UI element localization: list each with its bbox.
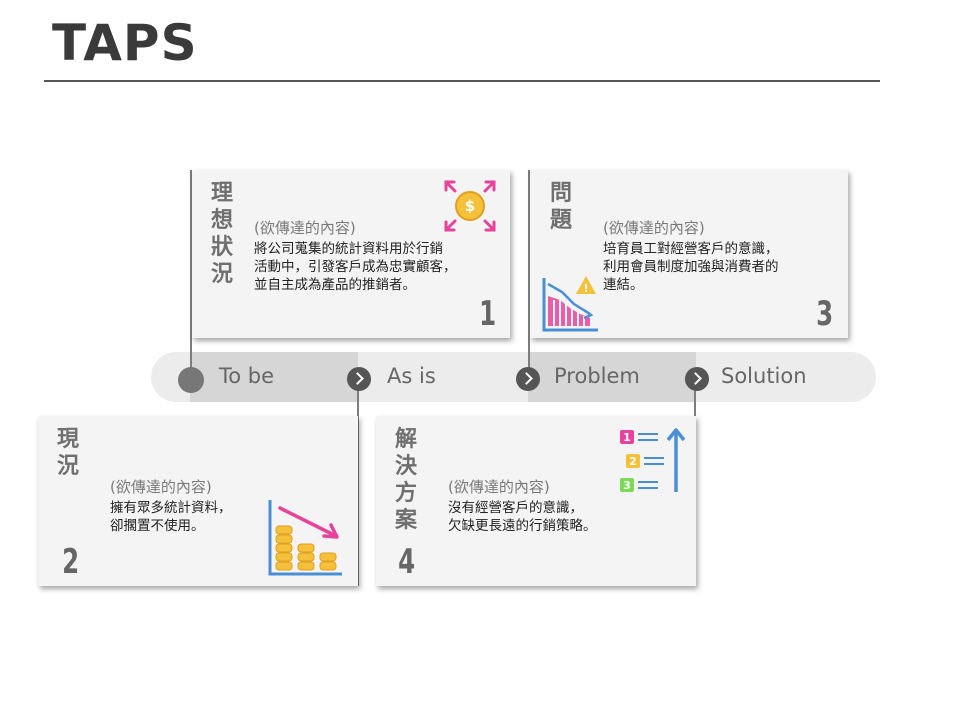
list-number-3: 3: [623, 479, 631, 492]
list-number-2: 2: [629, 455, 637, 468]
connector-line-1: [190, 170, 192, 380]
card-hint: (欲傳達的內容): [254, 219, 356, 237]
card-number: 4: [398, 542, 416, 582]
timeline-label-problem: Problem: [554, 364, 640, 388]
card-line: 利用會員制度加強與消費者的: [603, 259, 779, 275]
list-number-1: 1: [623, 431, 631, 444]
card-ideal-state: 理想狀況 (欲傳達的內容) 將公司蒐集的統計資料用於行銷 活動中，引發客戶成為忠…: [192, 170, 510, 338]
card-heading: 問題: [549, 181, 572, 233]
card-heading: 理想狀況: [210, 181, 233, 287]
card-number: 3: [816, 294, 834, 334]
timeline-segment-to-be: [190, 352, 358, 402]
timeline-label-to-be: To be: [219, 364, 275, 388]
card-body: 將公司蒐集的統計資料用於行銷 活動中，引發客戶成為忠實顧客， 並自主成為產品的推…: [254, 240, 457, 294]
card-heading: 現況: [56, 427, 79, 479]
timeline-label-as-is: As is: [387, 364, 436, 388]
card-body: 培育員工對經營客戶的意識， 利用會員制度加強與消費者的 連結。: [603, 240, 779, 294]
card-line: 欠缺更長遠的行銷策略。: [448, 518, 597, 534]
card-body: 沒有經營客戶的意識， 欠缺更長遠的行銷策略。: [448, 499, 597, 535]
timeline-dot: [178, 367, 204, 393]
timeline-label-solution: Solution: [721, 364, 807, 388]
card-line: 連結。: [603, 277, 644, 293]
svg-text:$: $: [465, 197, 475, 215]
card-line: 培育員工對經營客戶的意識，: [603, 241, 779, 257]
card-number: 1: [479, 294, 497, 334]
card-line: 沒有經營客戶的意識，: [448, 500, 583, 516]
card-problem: 問題 (欲傳達的內容) 培育員工對經營客戶的意識， 利用會員制度加強與消費者的 …: [530, 170, 848, 338]
declining-chart-warning-icon: !: [542, 276, 598, 332]
card-number: 2: [62, 542, 80, 582]
connector-line-2: [357, 380, 359, 586]
chevron-right-icon: [516, 367, 540, 391]
numbered-list-rising-icon: 1 2 3: [620, 428, 686, 492]
card-line: 並自主成為產品的推銷者。: [254, 277, 416, 293]
card-heading: 解決方案: [394, 427, 417, 533]
chevron-right-icon: [347, 367, 371, 391]
page-title: TAPS: [52, 14, 198, 72]
card-line: 卻擱置不使用。: [110, 518, 205, 534]
title-divider: [44, 80, 880, 82]
card-line: 將公司蒐集的統計資料用於行銷: [254, 241, 443, 257]
card-line: 擁有眾多統計資料，: [110, 500, 232, 516]
card-hint: (欲傳達的內容): [110, 478, 212, 496]
money-expand-icon: $: [444, 180, 496, 232]
card-body: 擁有眾多統計資料， 卻擱置不使用。: [110, 499, 232, 535]
connector-line-3: [528, 170, 530, 380]
card-hint: (欲傳達的內容): [448, 478, 550, 496]
chevron-right-icon: [685, 367, 709, 391]
card-line: 活動中，引發客戶成為忠實顧客，: [254, 259, 457, 275]
card-current-state: 現況 (欲傳達的內容) 擁有眾多統計資料， 卻擱置不使用。 2: [38, 416, 358, 586]
card-solution: 解決方案 (欲傳達的內容) 沒有經營客戶的意識， 欠缺更長遠的行銷策略。 4 1…: [376, 416, 696, 586]
declining-coins-chart-icon: [268, 500, 342, 576]
timeline-segment-problem: [528, 352, 696, 402]
svg-text:!: !: [583, 282, 588, 295]
card-hint: (欲傳達的內容): [603, 219, 705, 237]
